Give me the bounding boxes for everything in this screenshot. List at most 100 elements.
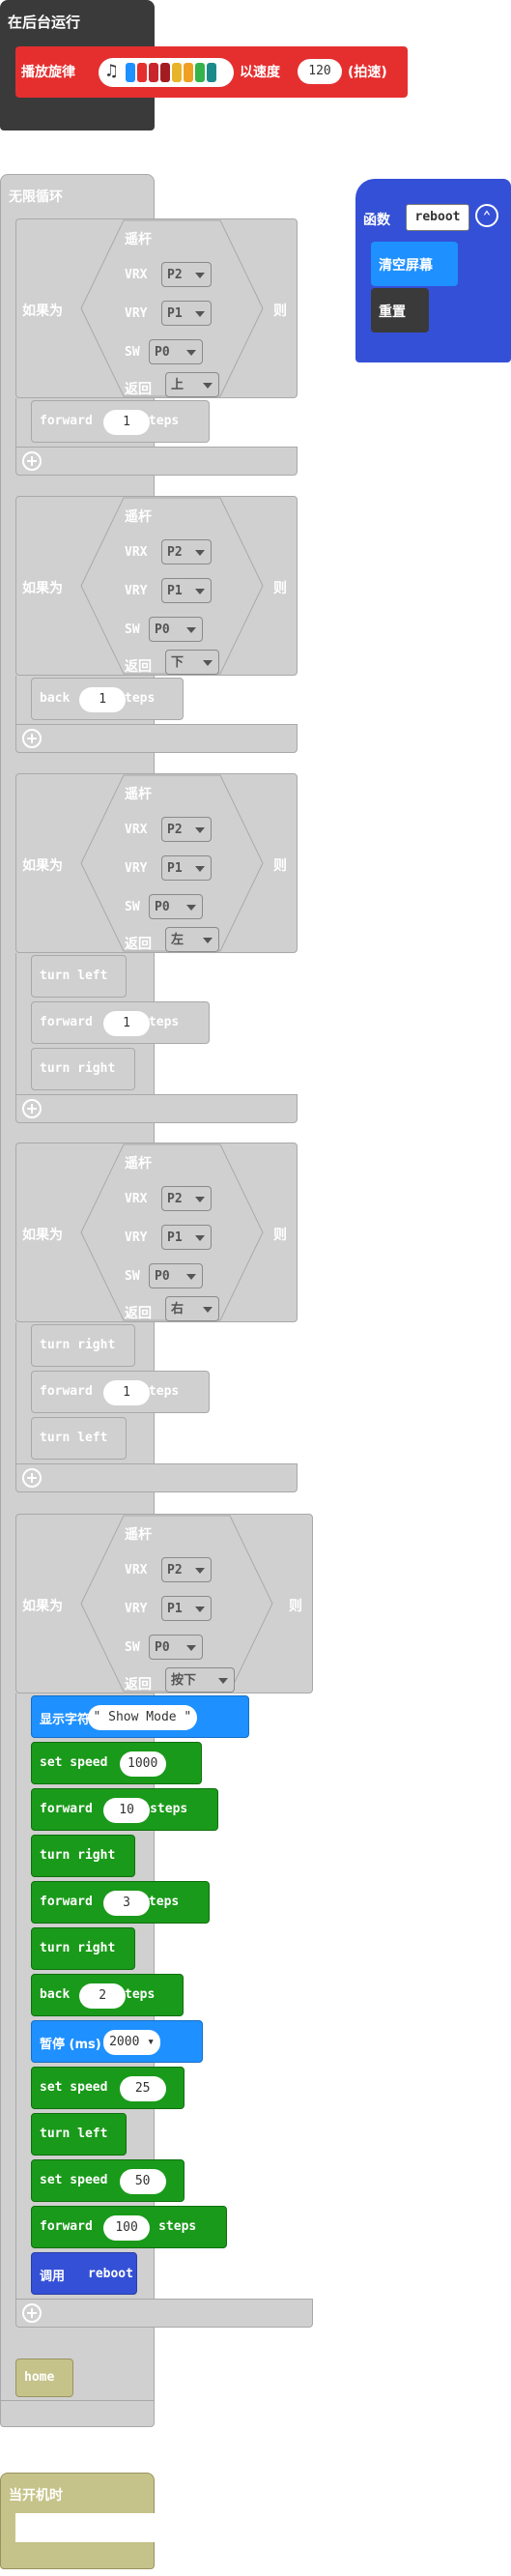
vry-label: VRY	[125, 306, 148, 321]
step-label: forward	[40, 1802, 93, 1816]
step-label: turn left	[40, 969, 108, 983]
sw-pin-dropdown-value: P0	[155, 1640, 170, 1655]
sw-pin-dropdown[interactable]: P0	[149, 1635, 203, 1660]
vrx-pin-dropdown[interactable]: P2	[161, 817, 212, 842]
melody-color-bar	[160, 63, 170, 82]
step-value-input[interactable]: 25	[119, 2076, 166, 2101]
vrx-pin-dropdown-value: P2	[167, 545, 183, 560]
step-value-input[interactable]: reboot	[88, 2267, 133, 2281]
vrx-pin-dropdown[interactable]: P2	[161, 1186, 212, 1211]
step-block[interactable]: turn left	[31, 1417, 127, 1460]
step-block[interactable]: turn left	[31, 2113, 127, 2156]
sw-pin-dropdown[interactable]: P0	[149, 617, 203, 642]
return-label: 返回	[125, 1677, 152, 1693]
step-block[interactable]: turn right	[31, 1927, 135, 1970]
play-melody-block[interactable]: 播放旋律 ♫ 以速度 120 (拍速)	[15, 46, 408, 98]
vry-label: VRY	[125, 584, 148, 598]
add-else-plus-icon[interactable]	[22, 1099, 42, 1118]
step-value-input[interactable]: 100	[103, 2215, 151, 2241]
step-value-input[interactable]: 10	[103, 1798, 151, 1823]
step-suffix-label: steps	[141, 1015, 180, 1029]
step-label: turn right	[40, 1941, 116, 1955]
step-value-input[interactable]: 1	[103, 1380, 151, 1405]
vrx-pin-dropdown[interactable]: P2	[161, 539, 212, 564]
direction-dropdown[interactable]: 下	[165, 650, 219, 675]
sw-pin-dropdown[interactable]: P0	[149, 339, 203, 364]
step-label: forward	[40, 414, 93, 428]
home-block[interactable]: home	[15, 2359, 73, 2397]
collapse-chevron-icon[interactable]: ⌃	[475, 204, 498, 227]
vry-pin-dropdown[interactable]: P1	[161, 1225, 212, 1250]
clear-screen-label: 清空屏幕	[379, 258, 433, 274]
add-else-plus-icon[interactable]	[22, 729, 42, 748]
home-label: home	[24, 2370, 55, 2385]
sw-pin-dropdown[interactable]: P0	[149, 1263, 203, 1288]
step-value-input[interactable]: 1	[79, 687, 127, 712]
step-block[interactable]: turn right	[31, 1048, 135, 1090]
step-value-input[interactable]: " Show Mode "	[87, 1705, 198, 1730]
step-block[interactable]: turn left	[31, 955, 127, 998]
step-suffix-label: steps	[117, 691, 156, 706]
add-else-plus-icon[interactable]	[22, 451, 42, 471]
vrx-pin-dropdown[interactable]: P2	[161, 262, 212, 287]
tempo-input[interactable]: 120	[298, 59, 342, 84]
function-name-field[interactable]: reboot	[406, 204, 469, 231]
play-melody-label: 播放旋律	[21, 65, 75, 80]
add-else-plus-icon[interactable]	[22, 2303, 42, 2323]
vry-pin-dropdown[interactable]: P1	[161, 855, 212, 881]
step-value-input[interactable]: 3	[103, 1891, 151, 1916]
vrx-pin-dropdown[interactable]: P2	[161, 1557, 212, 1582]
if-block-wall	[15, 398, 31, 450]
add-else-plus-icon[interactable]	[22, 1468, 42, 1488]
step-suffix-label: steps	[141, 1895, 180, 1909]
direction-dropdown[interactable]: 按下	[165, 1667, 235, 1693]
step-block[interactable]: turn right	[31, 1835, 135, 1877]
step-label: turn right	[40, 1848, 116, 1863]
step-value-input[interactable]: 2000 ▾	[103, 2030, 161, 2055]
step-value-input[interactable]: 2	[79, 1983, 127, 2009]
vry-pin-dropdown[interactable]: P1	[161, 301, 212, 326]
if-block-footer	[15, 1463, 298, 1492]
sw-pin-dropdown[interactable]: P0	[149, 894, 203, 919]
step-block[interactable]: turn right	[31, 1324, 135, 1367]
step-value-input[interactable]: 1000	[119, 1751, 166, 1777]
joystick-title: 遥杆	[125, 509, 152, 525]
step-value-input[interactable]: 1	[103, 1011, 151, 1036]
melody-picker[interactable]: ♫	[99, 58, 234, 87]
step-block[interactable]: 显示字符串" Show Mode "	[31, 1695, 249, 1738]
vry-pin-dropdown[interactable]: P1	[161, 1596, 212, 1621]
dropdown-arrow-icon	[195, 311, 205, 317]
step-value-input[interactable]: 1	[103, 410, 151, 435]
dropdown-arrow-icon	[203, 938, 213, 943]
vry-pin-dropdown[interactable]: P1	[161, 578, 212, 603]
if-block-wall	[15, 953, 31, 1098]
clear-screen-block[interactable]: 清空屏幕	[371, 242, 458, 286]
step-block[interactable]: 暂停 (ms)2000 ▾	[31, 2020, 203, 2063]
then-label: 则	[273, 858, 287, 874]
melody-color-bar	[184, 63, 193, 82]
step-value-input[interactable]: 50	[119, 2169, 166, 2194]
direction-dropdown[interactable]: 左	[165, 927, 219, 952]
direction-dropdown-value: 右	[171, 1302, 185, 1317]
direction-dropdown[interactable]: 上	[165, 372, 219, 397]
joystick-title: 遥杆	[125, 1156, 152, 1172]
reset-block[interactable]: 重置	[371, 288, 429, 333]
direction-dropdown[interactable]: 右	[165, 1296, 219, 1321]
